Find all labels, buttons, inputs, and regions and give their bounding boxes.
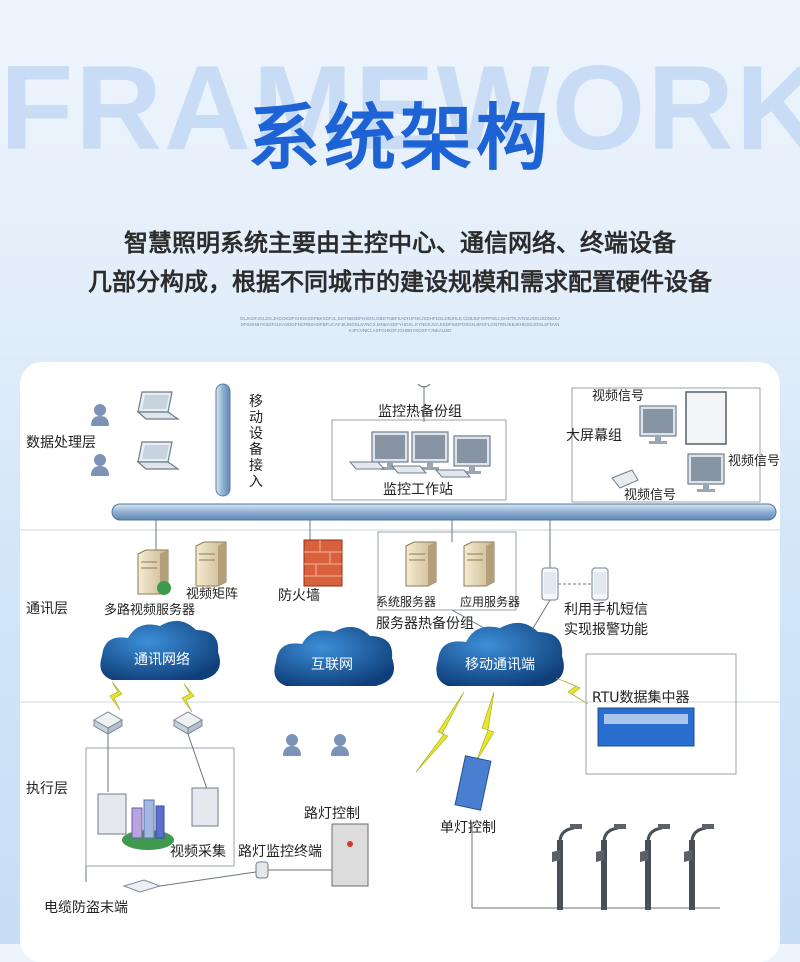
keyboard-icon	[391, 465, 427, 474]
svg-text:互联网: 互联网	[311, 657, 353, 673]
video-matrix-label: 视频矩阵	[186, 587, 238, 602]
user-icon	[331, 734, 349, 756]
video-matrix-icon	[195, 541, 227, 587]
street-lamp-icon	[594, 822, 628, 912]
multi-video-server-label: 多路视频服务器	[104, 602, 195, 618]
video-signal-bottom-label: 视频信号	[624, 488, 676, 503]
big-screen-box	[571, 387, 761, 503]
monitor-backup-box	[331, 419, 507, 501]
laptop-icon	[137, 441, 179, 470]
background-word: FRAMEWORK	[0, 41, 800, 175]
operator-icon	[91, 404, 109, 426]
wireless-links	[109, 677, 589, 773]
main-bus	[111, 503, 777, 521]
monitor-icon	[411, 431, 449, 471]
video-signal-top-label: 视频信号	[592, 389, 644, 404]
architecture-diagram-card: 数据处理层 通讯层 执行层 移 动 设 备 接 入 监控热备份组 监控工作站 视…	[20, 362, 780, 962]
video-signal-right-label: 视频信号	[728, 454, 780, 469]
svg-text:入: 入	[249, 474, 263, 490]
street-lamp-icon	[682, 822, 716, 912]
server-backup-box	[377, 531, 517, 611]
keyboard-icon	[435, 469, 471, 478]
svg-text:备: 备	[249, 441, 263, 458]
mobile-access-label: 移 动 设 备 接 入	[249, 394, 263, 490]
projection-screen-icon	[685, 391, 727, 445]
page-title: 系统架构	[247, 96, 552, 180]
single-light-controller-icon	[454, 755, 492, 811]
video-capture-label: 视频采集	[170, 843, 226, 860]
firewall-label: 防火墙	[278, 588, 320, 604]
user-icon	[283, 734, 301, 756]
server-backup-label: 服务器热备份组	[376, 615, 474, 632]
phone-icon	[591, 567, 609, 601]
street-lamp-icon	[638, 822, 672, 912]
system-server-icon	[405, 541, 437, 587]
phone-icon	[541, 567, 559, 601]
svg-text:通讯网络: 通讯网络	[134, 652, 190, 668]
fine-print: DLJKDFJGLDS.JHGOKDFGHNKSDFBKSDFJL,SDYNBS…	[240, 316, 560, 333]
layer-label-comm: 通讯层	[26, 601, 68, 617]
anti-theft-device-icon	[122, 879, 162, 893]
street-lamp-icon	[550, 822, 584, 912]
single-control-label: 单灯控制	[440, 820, 496, 836]
sms-alarm-label-1: 利用手机短信	[564, 602, 648, 618]
laptop-icon	[137, 391, 179, 420]
display-icon	[687, 453, 725, 493]
rtu-device-icon	[597, 707, 695, 747]
globe-icon	[157, 581, 171, 595]
subtitle-line-1: 智慧照明系统主要由主控中心、通信网络、终端设备	[124, 229, 676, 257]
app-server-icon	[463, 541, 495, 587]
street-terminal-label: 路灯监控终端	[238, 844, 322, 860]
camera-icon	[97, 793, 127, 835]
firewall-icon	[303, 539, 343, 587]
svg-text:移: 移	[249, 394, 263, 410]
system-server-label: 系统服务器	[376, 594, 436, 609]
terminal-icon	[255, 861, 269, 879]
router-icon	[173, 711, 203, 735]
keyboard-icon	[349, 461, 385, 470]
svg-text:动: 动	[249, 410, 263, 426]
mobile-access-bus	[215, 383, 231, 497]
big-screen-label: 大屏幕组	[566, 428, 622, 444]
app-server-label: 应用服务器	[460, 594, 520, 609]
internet-cloud: 互联网	[274, 626, 394, 686]
street-control-label: 路灯控制	[304, 806, 360, 822]
monitor-icon	[453, 435, 491, 475]
svg-text:接: 接	[249, 457, 263, 474]
sms-alarm-label-2: 实现报警功能	[564, 622, 648, 638]
page-subtitle: 智慧照明系统主要由主控中心、通信网络、终端设备 几部分构成，根据不同城市的建设规…	[0, 224, 800, 302]
video-capture-box	[85, 747, 235, 867]
layer-label-data: 数据处理层	[26, 435, 96, 451]
svg-text:设: 设	[249, 426, 263, 442]
mobile-comm-cloud: 移动通讯端	[436, 622, 564, 686]
monitor-station-label: 监控工作站	[383, 482, 453, 498]
svg-text:移动通讯端: 移动通讯端	[465, 657, 535, 673]
camera-icon	[611, 469, 639, 489]
router-icon	[93, 711, 123, 735]
subtitle-line-2: 几部分构成，根据不同城市的建设规模和需求配置硬件设备	[88, 268, 712, 296]
layer-label-exec: 执行层	[26, 781, 68, 797]
display-icon	[639, 405, 677, 445]
rtu-label: RTU数据集中器	[592, 689, 690, 706]
camera-icon	[191, 787, 219, 827]
comm-network-cloud: 通讯网络	[100, 620, 220, 680]
street-control-cabinet-icon	[331, 823, 369, 887]
operator-icon	[91, 454, 109, 476]
monitor-backup-label: 监控热备份组	[378, 403, 462, 420]
cable-anti-theft-label: 电缆防盗末端	[44, 900, 128, 916]
architecture-diagram: 数据处理层 通讯层 执行层 移 动 设 备 接 入 监控热备份组 监控工作站 视…	[20, 383, 780, 916]
rtu-box	[585, 653, 737, 775]
